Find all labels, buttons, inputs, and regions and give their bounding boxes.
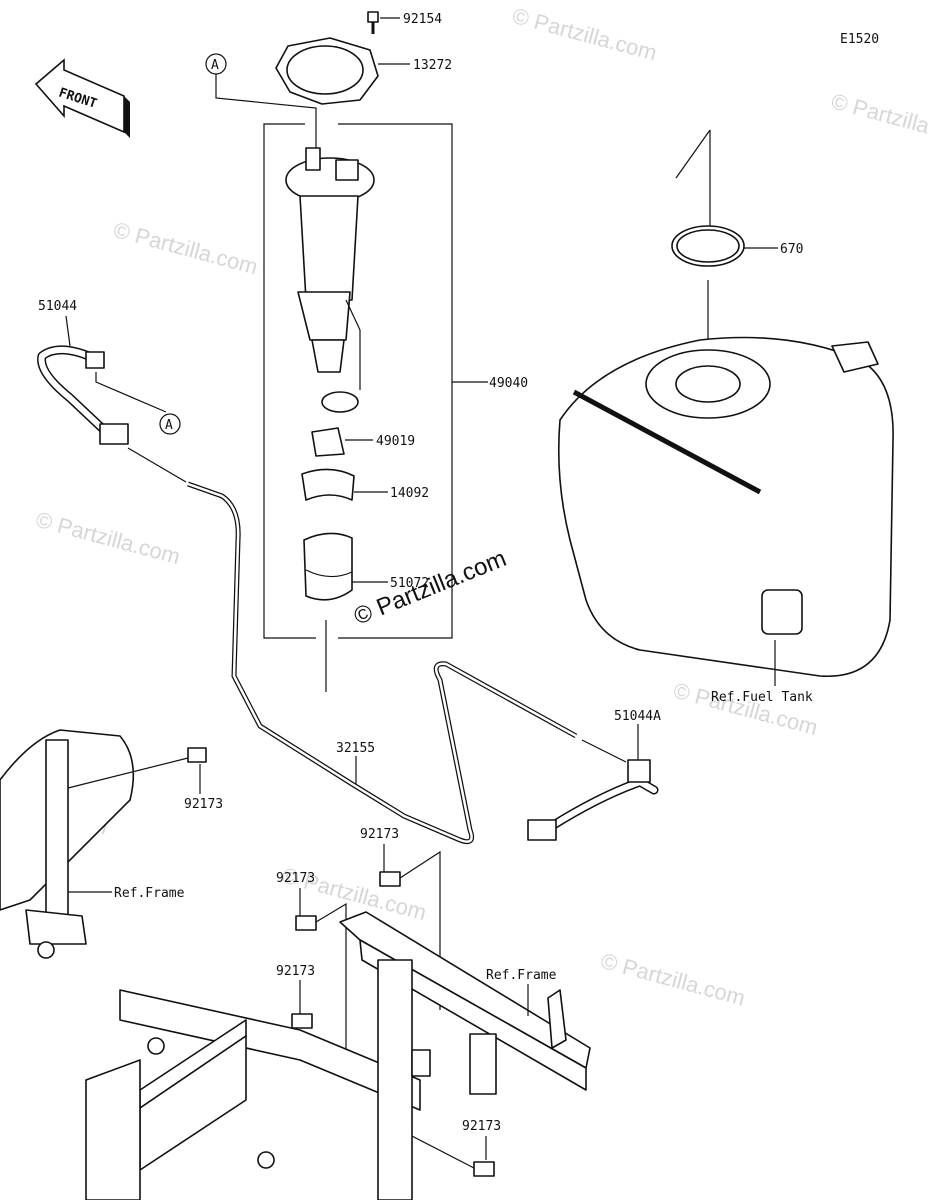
clip-92173-c: 92173 [276,964,315,1029]
part-number-670: 670 [780,242,803,257]
part-number-92173: 92173 [462,1119,501,1134]
callout-a-top: A [205,53,317,148]
ref-frame-left-label: Ref.Frame [114,886,185,901]
watermark: © Partzilla.com [33,507,183,570]
assembly-bracket-49040: 49040 [263,123,528,692]
part-number-92154: 92154 [403,12,442,27]
watermark: © Partzilla.com [671,678,821,741]
part-number-14092: 14092 [390,486,429,501]
hose-51044: 51044 A [37,299,181,445]
clip-92173-b: 92173 [276,871,347,1080]
part-number-92173: 92173 [184,797,223,812]
callout-a-bottom: A [165,418,173,433]
fuel-pump-assembly [285,147,375,413]
cup-51072: 51072 [303,532,429,601]
svg-text:A: A [211,58,219,73]
clip-92173-a: 92173 [360,827,441,1010]
holder-14092: 14092 [301,468,429,501]
clip-92173-d: 92173 [407,1119,501,1177]
part-number-49040: 49040 [489,376,528,391]
part-number-51044: 51044 [38,299,77,314]
o-ring-670: 670 [671,129,803,370]
hose-51044a: 51044A [527,709,661,841]
part-number-92173: 92173 [276,871,315,886]
fuel-tank: Ref.Fuel Tank [557,336,894,705]
diagram-code: E1520 [840,32,879,47]
part-number-51072: 51072 [390,576,429,591]
copyright-text: © Partzilla.com [350,545,510,631]
bolt-92154: 92154 [367,11,442,34]
part-number-49019: 49019 [376,434,415,449]
watermark: © Partzilla.com [598,948,748,1011]
part-number-92173: 92173 [360,827,399,842]
frame-left: 92173 Ref.Frame [0,729,223,959]
gasket-13272: 13272 [275,37,452,105]
ref-fuel-tank-label: Ref.Fuel Tank [711,690,813,705]
fuel-line-32155: 32155 [127,447,627,845]
part-number-51044a: 51044A [614,709,661,724]
part-number-13272: 13272 [413,58,452,73]
part-number-92173: 92173 [276,964,315,979]
part-number-32155: 32155 [336,741,375,756]
filter-49019: 49019 [311,427,415,457]
watermark: © Partzilla.com [111,217,261,280]
frame-bottom: Ref.Frame [85,911,591,1200]
front-arrow-icon: FRONT [34,58,130,138]
watermark: © Partzilla.com [510,3,660,66]
ref-frame-right-label: Ref.Frame [486,968,557,983]
watermark: © Partzilla.com [829,88,929,151]
